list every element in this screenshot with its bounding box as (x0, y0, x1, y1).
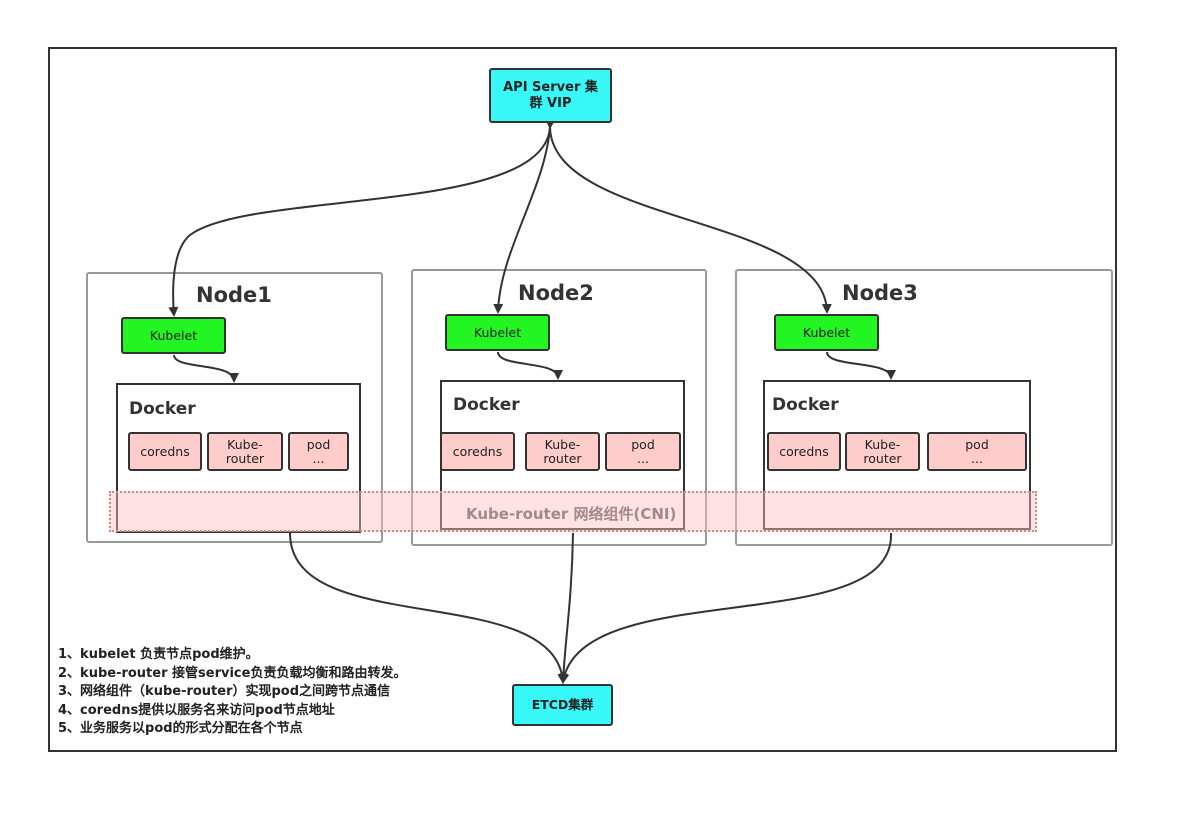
pod-label: coredns (140, 443, 190, 459)
etcd-cluster: ETCD集群 (512, 684, 613, 726)
pod-label-line2: ... (312, 450, 325, 466)
notes-list: 1、kubelet 负责节点pod维护。 2、kube-router 接管ser… (58, 646, 406, 739)
note-item: 2、kube-router 接管service负责负载均衡和路由转发。 (58, 665, 407, 681)
pod-label-line2: router (543, 450, 582, 466)
api-server-vip: API Server 集群 VIP (489, 68, 612, 123)
note-item: 1、kubelet 负责节点pod维护。 (58, 647, 259, 662)
note-item: 5、业务服务以pod的形式分配在各个节点 (58, 721, 303, 736)
note-item: 4、coredns提供以服务名来访问pod节点地址 (58, 702, 335, 718)
node1-pod-generic: pod ... (288, 432, 349, 471)
cni-label: Kube-router 网络组件(CNI) (466, 505, 677, 523)
diagram-frame (48, 47, 1117, 752)
pod-label: coredns (452, 443, 503, 459)
node1-title: Node1 (196, 283, 272, 307)
node2-pod-kube-router: Kube- router (525, 432, 600, 471)
node1-pod-kube-router: Kube- router (207, 432, 283, 471)
node3-title: Node3 (842, 281, 918, 305)
pod-label: Kube- (544, 436, 581, 452)
pod-label-line2: ... (971, 450, 983, 466)
node3-kubelet: Kubelet (774, 314, 879, 351)
cni-network-band (109, 491, 1037, 532)
node2-title: Node2 (518, 281, 594, 305)
pod-label: coredns (779, 443, 829, 459)
node3-pod-generic: pod ... (927, 432, 1027, 471)
node1-pod-coredns: coredns (128, 432, 202, 471)
node1-docker-title: Docker (129, 399, 196, 419)
node3-pod-kube-router: Kube- router (845, 432, 920, 471)
pod-label: pod (965, 436, 989, 452)
note-item: 3、网络组件（kube-router）实现pod之间跨节点通信 (58, 684, 391, 699)
pod-label: Kube- (227, 436, 263, 452)
node2-docker-title: Docker (453, 395, 520, 415)
pod-label: Kube- (864, 436, 901, 452)
node3-pod-coredns: coredns (767, 432, 841, 471)
node1-kubelet: Kubelet (121, 317, 226, 354)
pod-label: pod (306, 436, 331, 452)
node3-docker-title: Docker (772, 395, 839, 415)
pod-label-line2: router (863, 450, 902, 466)
pod-label: pod (631, 436, 655, 452)
node2-kubelet: Kubelet (445, 314, 550, 351)
pod-label-line2: ... (637, 450, 649, 466)
node2-pod-coredns: coredns (440, 432, 515, 471)
node2-pod-generic: pod ... (605, 432, 681, 471)
pod-label-line2: router (225, 450, 265, 466)
